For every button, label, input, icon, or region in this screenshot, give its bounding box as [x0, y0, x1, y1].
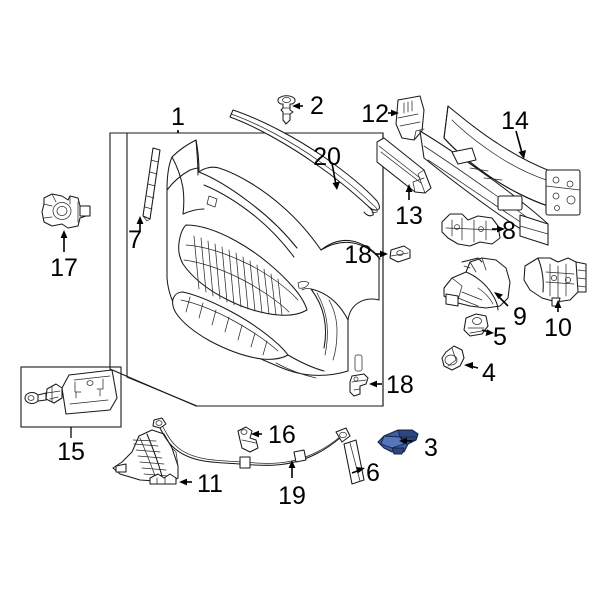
part-10-side-mount-bracket-right[interactable]: [523, 257, 587, 307]
lower-lip-ribs: [185, 296, 268, 356]
callout-7-leader: [136, 216, 144, 232]
part-18-retainer-clip-upper[interactable]: [389, 245, 411, 263]
part-6-side-seal-strip[interactable]: [343, 439, 365, 485]
callout-number-6[interactable]: 6: [366, 459, 380, 487]
callout-number-20[interactable]: 20: [313, 143, 341, 171]
part-4-screw-grommet[interactable]: [441, 345, 465, 371]
callout-17-leader: [60, 230, 68, 252]
part-8-absorber-bracket[interactable]: [441, 213, 501, 247]
part-16-harness-clip[interactable]: [237, 426, 259, 453]
part-2-push-retainer-clip[interactable]: [277, 95, 296, 125]
part-14-reinforcement-beam[interactable]: [443, 105, 581, 216]
callout-13-leader: [405, 184, 413, 200]
callout-12-leader: [388, 109, 399, 117]
callout-16-leader: [251, 430, 262, 438]
callout-number-18-upper[interactable]: 18: [344, 241, 372, 269]
callout-labels: 1 2 3 4 5 6 7 8 9 10 11 12 13 14 15 16 1…: [50, 92, 572, 510]
callout-19-leader: [288, 460, 296, 478]
callout-number-9[interactable]: 9: [513, 303, 527, 331]
part-17-park-assist-sensor[interactable]: [41, 193, 91, 229]
part-19-sensor-wire-harness[interactable]: [152, 417, 351, 469]
part-12-absorber-end-cap[interactable]: [395, 95, 425, 141]
callout-11-leader: [179, 478, 192, 486]
callout-4-leader: [464, 362, 479, 369]
part-5-lower-bracket[interactable]: [463, 313, 489, 337]
callout-number-7[interactable]: 7: [128, 226, 142, 254]
callout-number-15[interactable]: 15: [57, 438, 85, 466]
callout-3-leader: [399, 437, 412, 445]
part-9-side-mount-bracket-left[interactable]: [443, 257, 511, 311]
callout-number-13[interactable]: 13: [395, 202, 423, 230]
callout-number-12[interactable]: 12: [361, 100, 389, 128]
callout-8-leader: [492, 225, 505, 233]
callout-5-leader: [481, 329, 494, 336]
callout-number-5[interactable]: 5: [493, 323, 507, 351]
callout-number-4[interactable]: 4: [482, 359, 496, 387]
callout-number-10[interactable]: 10: [544, 314, 572, 342]
callout-number-11[interactable]: 11: [197, 470, 223, 498]
part-18-retainer-clip-lower[interactable]: [349, 373, 369, 397]
callout-10-leader: [554, 300, 562, 312]
callout-number-18-lower[interactable]: 18: [386, 371, 414, 399]
callout-number-14[interactable]: 14: [501, 107, 529, 135]
part-11-lower-grille[interactable]: [112, 429, 179, 485]
callout-number-16[interactable]: 16: [268, 421, 296, 449]
beam-bolt-holes: [552, 176, 576, 211]
energy-absorber-body: [419, 130, 549, 246]
callout-number-19[interactable]: 19: [278, 482, 306, 510]
callout-number-17[interactable]: 17: [50, 254, 78, 282]
callout-2-leader: [292, 102, 303, 110]
callout-14-leader: [515, 130, 526, 159]
part-20-upper-moulding[interactable]: [229, 109, 380, 217]
part-1-bumper-cover[interactable]: [166, 139, 381, 379]
callout-number-2[interactable]: 2: [310, 92, 324, 120]
part-15-plate-screw[interactable]: [24, 391, 47, 405]
callout-6-leader: [351, 467, 365, 474]
callout-number-1[interactable]: 1: [171, 103, 185, 131]
callout-9-leader: [494, 292, 509, 307]
callout-18b-leader: [369, 380, 382, 388]
license-plate-group-box: [20, 366, 122, 438]
callout-number-8[interactable]: 8: [502, 217, 516, 245]
part-15-plate-clip[interactable]: [45, 383, 63, 404]
part-3-bumper-bracket-retainer[interactable]: [377, 429, 419, 455]
callout-20-leader: [331, 162, 340, 190]
callout-18a-leader: [375, 250, 388, 258]
part-15-license-plate-bracket[interactable]: [61, 369, 118, 415]
callout-number-3[interactable]: 3: [424, 434, 438, 462]
part-7-upper-filler-trim[interactable]: [142, 147, 161, 222]
part-13-lower-reinforcement-bar[interactable]: [376, 137, 432, 194]
group-box-1-shape: [126, 132, 384, 407]
